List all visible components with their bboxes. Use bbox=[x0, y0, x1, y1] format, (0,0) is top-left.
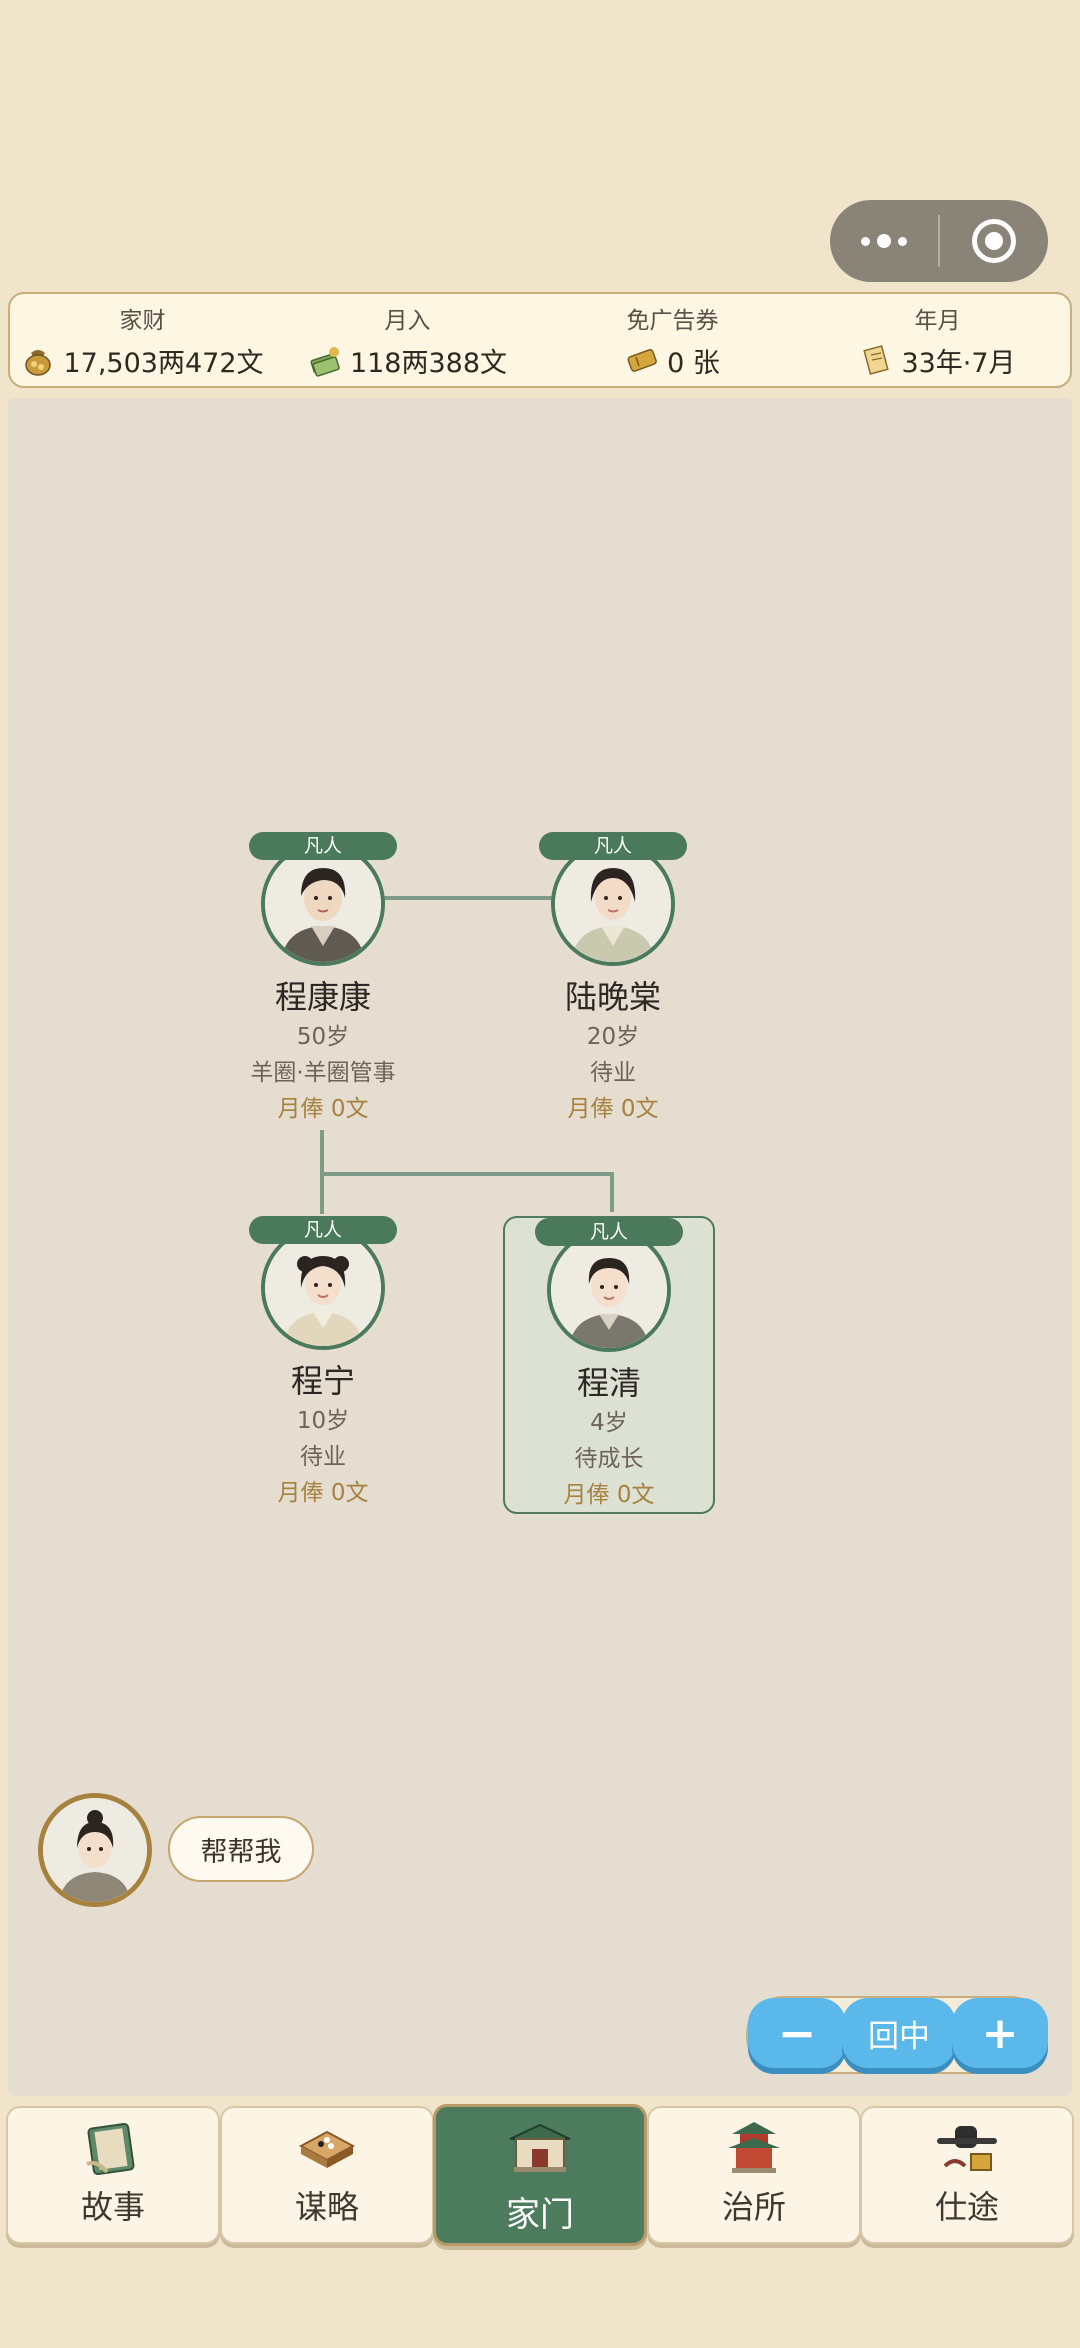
resource-ad-ticket: 免广告券 0 张 bbox=[626, 307, 720, 379]
resource-wealth: 家财 17,503两472文 bbox=[10, 294, 275, 386]
member-portrait bbox=[547, 1228, 671, 1352]
girl-portrait-icon bbox=[265, 1230, 381, 1346]
close-miniprogram-button[interactable] bbox=[940, 200, 1048, 282]
ticket-value: 0 张 bbox=[667, 347, 720, 379]
pavilion-icon bbox=[728, 2122, 780, 2173]
member-job: 羊圈·羊圈管事 bbox=[250, 1060, 396, 1086]
member-salary: 月俸 0文 bbox=[277, 1480, 369, 1506]
tab-career[interactable]: 仕途 bbox=[860, 2106, 1074, 2244]
member-salary: 月俸 0文 bbox=[567, 1096, 659, 1122]
zoom-out-button[interactable]: − bbox=[748, 1998, 846, 2068]
member-age: 50岁 bbox=[296, 1024, 350, 1050]
member-salary: 月俸 0文 bbox=[563, 1482, 655, 1508]
member-age: 10岁 bbox=[296, 1408, 350, 1434]
rank-badge: 凡人 bbox=[249, 1216, 397, 1244]
family-member-card[interactable]: 凡人 陆晚棠 20岁 待业 月俸 0文 bbox=[508, 832, 718, 1132]
helper-avatar[interactable] bbox=[38, 1793, 152, 1907]
bottom-nav: 故事 谋略 家门 治所 bbox=[6, 2104, 1074, 2248]
family-member-card[interactable]: 凡人 程宁 10岁 待业 月俸 0文 bbox=[218, 1216, 428, 1516]
member-portrait bbox=[551, 842, 675, 966]
member-age: 4岁 bbox=[590, 1410, 628, 1436]
rank-badge: 凡人 bbox=[539, 832, 687, 860]
family-member-card[interactable]: 凡人 程康康 50岁 羊圈·羊圈管事 月俸 0文 bbox=[218, 832, 428, 1132]
member-portrait bbox=[261, 1226, 385, 1350]
rank-badge: 凡人 bbox=[249, 832, 397, 860]
man-portrait-icon bbox=[265, 846, 381, 962]
member-name: 程康康 bbox=[274, 978, 371, 1016]
child-drop-right bbox=[610, 1172, 614, 1212]
member-name: 陆晚棠 bbox=[564, 978, 661, 1016]
more-dots-icon bbox=[861, 236, 870, 246]
target-close-icon bbox=[972, 219, 1016, 263]
member-name: 程清 bbox=[576, 1364, 641, 1402]
zoom-in-button[interactable]: + bbox=[952, 1998, 1048, 2068]
date-value: 33年·7月 bbox=[901, 347, 1016, 379]
official-hat-icon bbox=[937, 2126, 997, 2171]
help-me-button[interactable]: 帮帮我 bbox=[168, 1816, 314, 1882]
member-job: 待业 bbox=[590, 1060, 636, 1086]
family-tree-area[interactable]: 凡人 程康康 50岁 羊圈·羊圈管事 月俸 0文 凡人 bbox=[8, 398, 1072, 2096]
member-age: 20岁 bbox=[586, 1024, 640, 1050]
coin-pouch-icon bbox=[25, 350, 52, 376]
tab-family[interactable]: 家门 bbox=[433, 2104, 647, 2246]
resource-date: 年月 33年·7月 bbox=[805, 294, 1070, 386]
recenter-button[interactable]: 回中 bbox=[842, 1998, 956, 2068]
family-member-card-selected[interactable]: 凡人 程清 4岁 待成长 月俸 0文 bbox=[503, 1216, 715, 1514]
ticket-icon bbox=[627, 349, 657, 372]
tab-strategy[interactable]: 谋略 bbox=[220, 2106, 434, 2244]
wealth-value: 17,503两472文 bbox=[63, 347, 264, 379]
zoom-controls: − 回中 + bbox=[746, 1996, 1048, 2074]
tab-governance[interactable]: 治所 bbox=[647, 2106, 861, 2244]
more-options-button[interactable] bbox=[830, 200, 938, 282]
member-job: 待业 bbox=[300, 1444, 346, 1470]
chessboard-icon bbox=[298, 2130, 356, 2168]
capsule-divider bbox=[938, 215, 940, 267]
spouse-connector bbox=[384, 896, 552, 900]
children-bar bbox=[320, 1172, 614, 1176]
house-gate-icon bbox=[509, 2123, 571, 2172]
book-icon bbox=[86, 2122, 135, 2176]
resource-income: 月入 118两388文 bbox=[275, 294, 540, 386]
resource-bar: 家财 17,503两472文 月入 118两388文 免广告券 bbox=[8, 292, 1072, 388]
boy-portrait-icon bbox=[551, 1232, 667, 1348]
member-portrait bbox=[261, 842, 385, 966]
member-name: 程宁 bbox=[290, 1362, 355, 1400]
miniprogram-capsule bbox=[830, 200, 1048, 282]
rank-badge: 凡人 bbox=[535, 1218, 683, 1246]
member-job: 待成长 bbox=[574, 1446, 644, 1472]
scroll-icon bbox=[863, 345, 890, 375]
income-value: 118两388文 bbox=[349, 347, 508, 379]
cash-stack-icon bbox=[310, 347, 340, 377]
woman-portrait-icon bbox=[555, 846, 671, 962]
child-helper-icon bbox=[43, 1798, 147, 1902]
tab-story[interactable]: 故事 bbox=[6, 2106, 220, 2244]
member-salary: 月俸 0文 bbox=[277, 1096, 369, 1122]
